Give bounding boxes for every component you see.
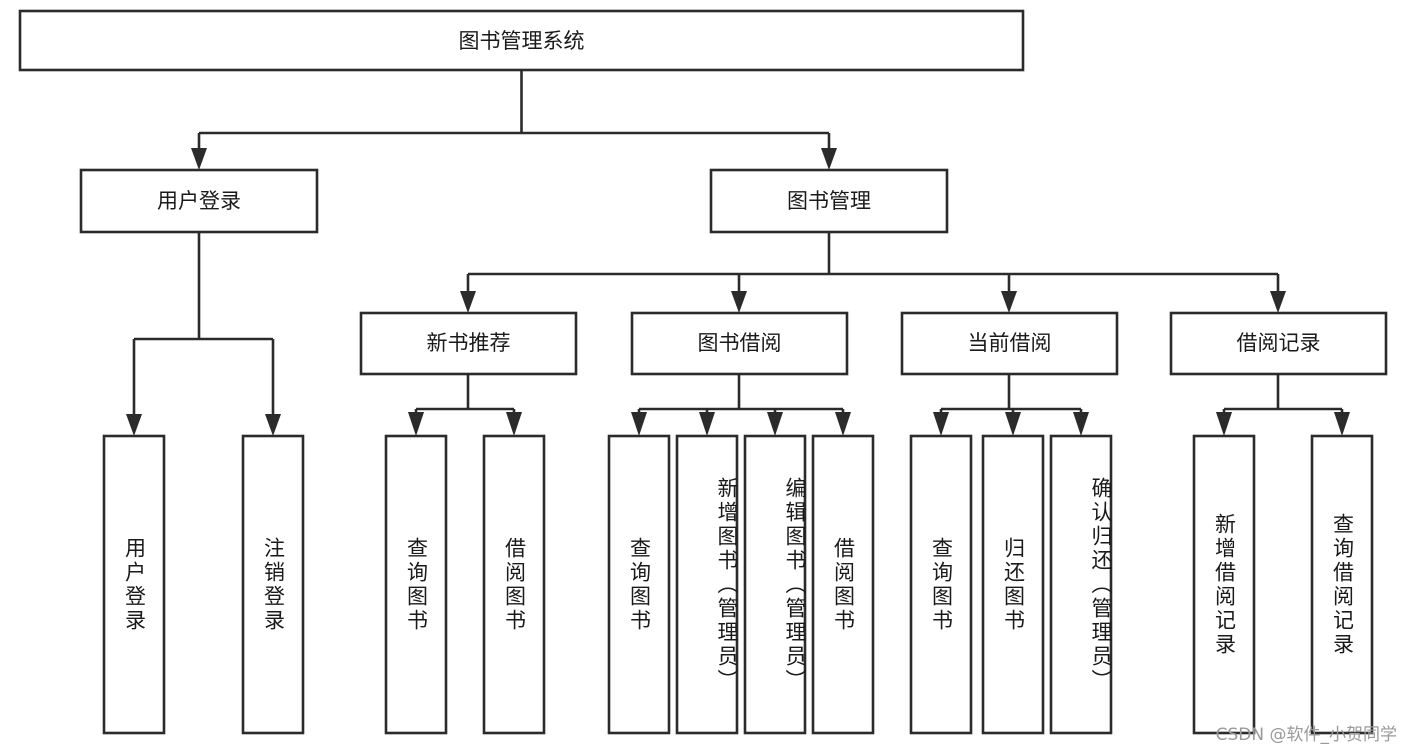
arrow-head-leaf-query-book-current [933, 412, 949, 436]
leaf-query-book-current-box[interactable] [909, 434, 973, 735]
connector-root-to-level2 [191, 70, 837, 170]
arrow-head-leaf-borrow-book [835, 412, 851, 436]
arrow-head-book-management [821, 148, 837, 170]
node-book-borrow-label: 图书借阅 [698, 331, 782, 355]
connector-user-login-to-leaves [126, 232, 281, 436]
arrow-head-book-borrow [731, 291, 747, 313]
arrow-head-leaf-edit-book [767, 412, 783, 436]
node-root-box[interactable] [18, 9, 1025, 72]
leaf-boxes [102, 434, 1374, 735]
node-new-book-recommend-box[interactable] [359, 311, 578, 376]
leaf-return-book-box[interactable] [981, 434, 1045, 735]
leaf-add-book-box[interactable] [675, 434, 739, 735]
arrow-head-leaf-borrow-book-recommend [506, 412, 522, 436]
arrow-head-leaf-confirm-return [1073, 412, 1089, 436]
node-root[interactable]: 图书管理系统 [18, 9, 1025, 72]
node-borrow-record-label: 借阅记录 [1237, 331, 1321, 355]
node-book-management-box[interactable] [709, 168, 949, 234]
leaf-borrow-book-box[interactable] [811, 434, 875, 735]
arrow-head-leaf-query-book-recommend [408, 412, 424, 436]
node-book-management[interactable]: 图书管理 [709, 168, 949, 234]
csdn-watermark: CSDN @软件_小贺同学 [1215, 725, 1397, 745]
leaf-query-book-recommend-box[interactable] [384, 434, 448, 735]
arrow-head-borrow-record [1270, 291, 1286, 313]
arrow-head-leaf-query-book-borrow [631, 412, 647, 436]
leaf-confirm-return-box[interactable] [1049, 434, 1113, 735]
node-current-borrow[interactable]: 当前借阅 [900, 311, 1119, 376]
node-user-login-box[interactable] [79, 168, 319, 234]
node-book-management-label: 图书管理 [787, 189, 871, 213]
node-current-borrow-label: 当前借阅 [968, 331, 1052, 355]
node-current-borrow-box[interactable] [900, 311, 1119, 376]
leaf-user-login-box[interactable] [102, 434, 166, 735]
arrow-head-leaf-logout [265, 414, 281, 436]
leaf-borrow-book-recommend-box[interactable] [482, 434, 546, 735]
connector-book-management-to-level3 [460, 232, 1286, 313]
connector-book-borrow-to-leaves [631, 374, 851, 436]
node-book-borrow-box[interactable] [630, 311, 849, 376]
arrow-head-leaf-query-borrow-record [1334, 412, 1350, 436]
node-user-login-label: 用户登录 [157, 189, 241, 213]
node-borrow-record[interactable]: 借阅记录 [1169, 311, 1388, 376]
connector-borrow-record-to-leaves [1216, 374, 1350, 436]
connector-current-borrow-to-leaves [933, 374, 1089, 436]
node-new-book-recommend-label: 新书推荐 [427, 331, 511, 355]
node-borrow-record-box[interactable] [1169, 311, 1388, 376]
arrow-head-leaf-add-book [699, 412, 715, 436]
arrow-head-new-book-recommend [460, 291, 476, 313]
connector-new-book-recommend-to-leaves [408, 374, 522, 436]
leaf-add-borrow-record-box[interactable] [1192, 434, 1256, 735]
node-user-login[interactable]: 用户登录 [79, 168, 319, 234]
leaf-logout-box[interactable] [241, 434, 305, 735]
arrow-head-leaf-return-book [1005, 412, 1021, 436]
arrow-head-leaf-user-login [126, 414, 142, 436]
leaf-edit-book-box[interactable] [743, 434, 807, 735]
arrow-head-current-borrow [1001, 291, 1017, 313]
node-new-book-recommend[interactable]: 新书推荐 [359, 311, 578, 376]
leaf-query-book-borrow-box[interactable] [607, 434, 671, 735]
arrow-head-leaf-add-borrow-record [1216, 412, 1232, 436]
node-root-label: 图书管理系统 [459, 29, 585, 53]
arrow-head-user-login [191, 148, 207, 170]
node-book-borrow[interactable]: 图书借阅 [630, 311, 849, 376]
leaf-query-borrow-record-box[interactable] [1310, 434, 1374, 735]
